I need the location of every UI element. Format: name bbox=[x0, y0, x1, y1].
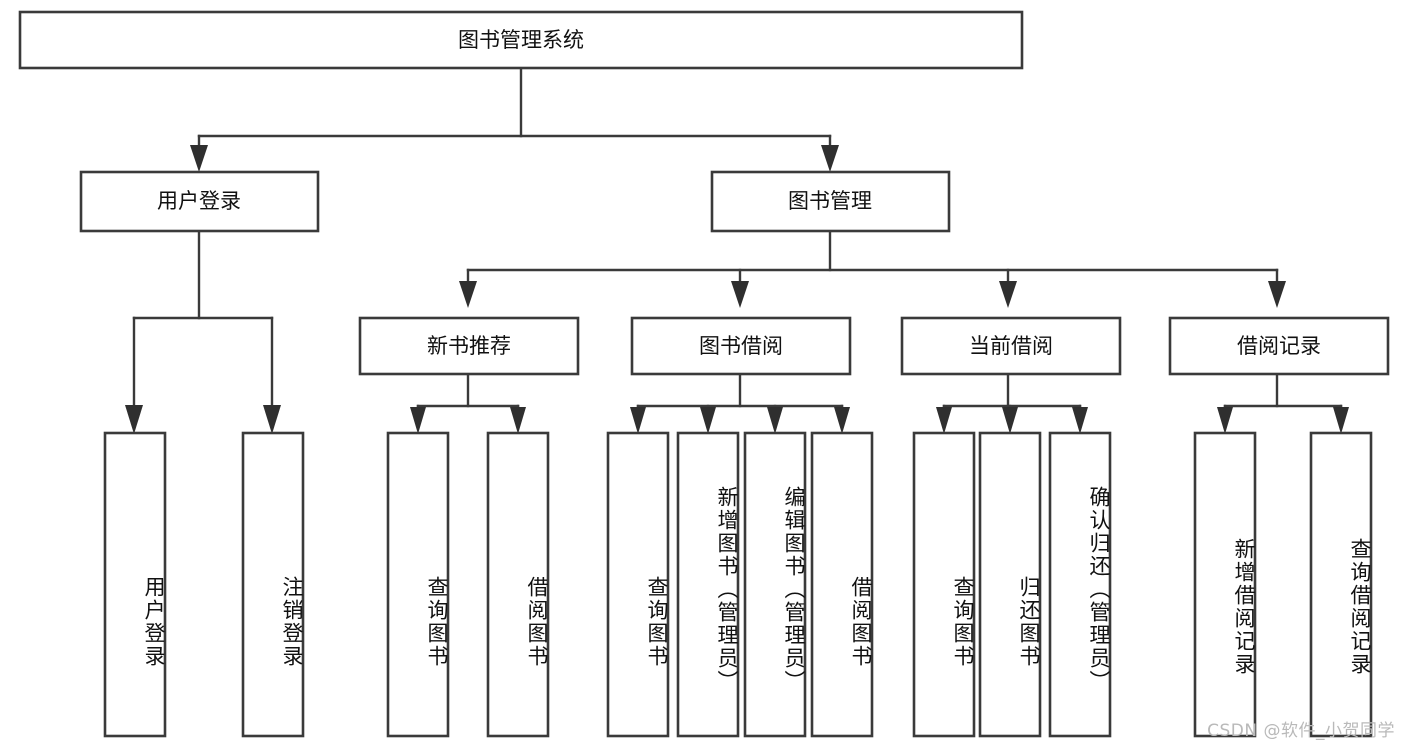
label-book-borrow: 图书借阅 bbox=[699, 334, 783, 358]
node-leaf-query-borrow-record[interactable] bbox=[1309, 431, 1373, 738]
node-leaf-return-book[interactable] bbox=[978, 431, 1042, 738]
arrow-icon-book-mgmt bbox=[821, 145, 839, 172]
horizontal-label-layer: 图书管理系统 用户登录 图书管理 新书推荐 图书借阅 当前借阅 借阅记录 bbox=[157, 28, 1321, 358]
arrow-icon-new-book-rec bbox=[459, 281, 477, 308]
arrow-icon-leaf-confirm-return bbox=[1072, 407, 1088, 434]
arrow-icon-leaf-logout bbox=[263, 405, 281, 434]
arrow-icon-borrow-record bbox=[1268, 281, 1286, 308]
node-new-book-recommend[interactable] bbox=[358, 316, 580, 376]
node-leaf-query-book-1[interactable] bbox=[386, 431, 450, 738]
label-borrow-record: 借阅记录 bbox=[1237, 334, 1321, 358]
node-box-layer bbox=[18, 10, 1390, 738]
node-leaf-query-book-3[interactable] bbox=[912, 431, 976, 738]
node-book-management[interactable] bbox=[710, 170, 951, 233]
label-root-system: 图书管理系统 bbox=[458, 28, 584, 52]
node-leaf-borrow-book-2[interactable] bbox=[810, 431, 874, 738]
arrow-icon-leaf-user-login bbox=[125, 405, 143, 434]
arrow-icon-leaf-add-record bbox=[1217, 407, 1233, 434]
arrow-icon-leaf-edit-book bbox=[767, 407, 783, 434]
arrow-icon-leaf-query-book-1 bbox=[410, 407, 426, 434]
arrow-icon-leaf-add-book bbox=[700, 407, 716, 434]
label-new-book-recommend: 新书推荐 bbox=[427, 334, 511, 358]
arrow-icon-leaf-borrow-book-1 bbox=[510, 407, 526, 434]
arrow-icon-leaf-query-book-3 bbox=[936, 407, 952, 434]
arrow-icon-leaf-query-book-2 bbox=[630, 407, 646, 434]
arrow-icon-book-borrow bbox=[731, 281, 749, 308]
node-leaf-edit-book[interactable] bbox=[743, 431, 807, 738]
node-leaf-query-book-2[interactable] bbox=[606, 431, 670, 738]
node-current-borrow[interactable] bbox=[900, 316, 1122, 376]
csdn-watermark: CSDN @软件_小贺同学 bbox=[1207, 721, 1395, 741]
label-user-login: 用户登录 bbox=[157, 189, 241, 213]
arrow-icon-leaf-return-book bbox=[1002, 407, 1018, 434]
node-borrow-record[interactable] bbox=[1168, 316, 1390, 376]
node-book-borrow[interactable] bbox=[630, 316, 852, 376]
label-current-borrow: 当前借阅 bbox=[969, 334, 1053, 358]
arrow-icon-user-login bbox=[190, 145, 208, 172]
node-leaf-add-borrow-record[interactable] bbox=[1193, 431, 1257, 738]
node-root-system[interactable] bbox=[18, 10, 1024, 70]
node-leaf-confirm-return[interactable] bbox=[1048, 431, 1112, 738]
node-user-login[interactable] bbox=[79, 170, 320, 233]
arrow-icon-leaf-query-record bbox=[1333, 407, 1349, 434]
node-leaf-add-book[interactable] bbox=[676, 431, 740, 738]
arrowhead-layer bbox=[125, 145, 1349, 434]
node-leaf-borrow-book-1[interactable] bbox=[486, 431, 550, 738]
arrow-icon-leaf-borrow-book-2 bbox=[834, 407, 850, 434]
arrow-icon-current-borrow bbox=[999, 281, 1017, 308]
node-leaf-user-login[interactable] bbox=[103, 431, 167, 738]
label-book-management: 图书管理 bbox=[788, 189, 872, 213]
node-leaf-logout[interactable] bbox=[241, 431, 305, 738]
